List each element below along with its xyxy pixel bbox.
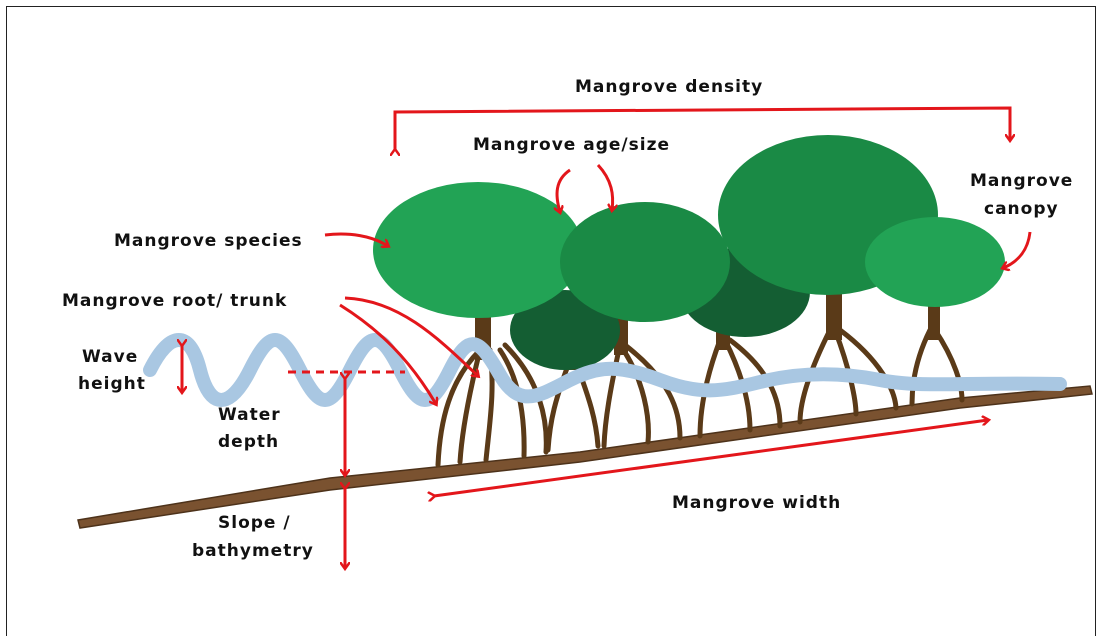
label-wave-line2: height bbox=[78, 374, 146, 394]
canopy-arrow bbox=[1003, 232, 1030, 268]
label-canopy-line2: canopy bbox=[984, 199, 1059, 219]
label-wave-line1: Wave bbox=[82, 347, 138, 367]
mangrove-diagram: Mangrove density Mangrove age/size Mangr… bbox=[0, 0, 1098, 622]
label-age-size: Mangrove age/size bbox=[473, 135, 670, 155]
label-water-line1: Water bbox=[218, 405, 281, 425]
label-density: Mangrove density bbox=[575, 77, 763, 97]
label-species: Mangrove species bbox=[114, 231, 303, 251]
label-width: Mangrove width bbox=[672, 493, 841, 513]
label-slope-line2: bathymetry bbox=[192, 541, 314, 561]
label-slope-line1: Slope / bbox=[218, 513, 291, 533]
label-water-line2: depth bbox=[218, 432, 279, 452]
label-canopy-line1: Mangrove bbox=[970, 171, 1073, 191]
mangrove-canopies bbox=[373, 135, 1005, 370]
label-root-trunk: Mangrove root/ trunk bbox=[62, 291, 287, 311]
age-size-arrow-right bbox=[598, 165, 613, 210]
age-size-arrow-left bbox=[557, 170, 570, 212]
